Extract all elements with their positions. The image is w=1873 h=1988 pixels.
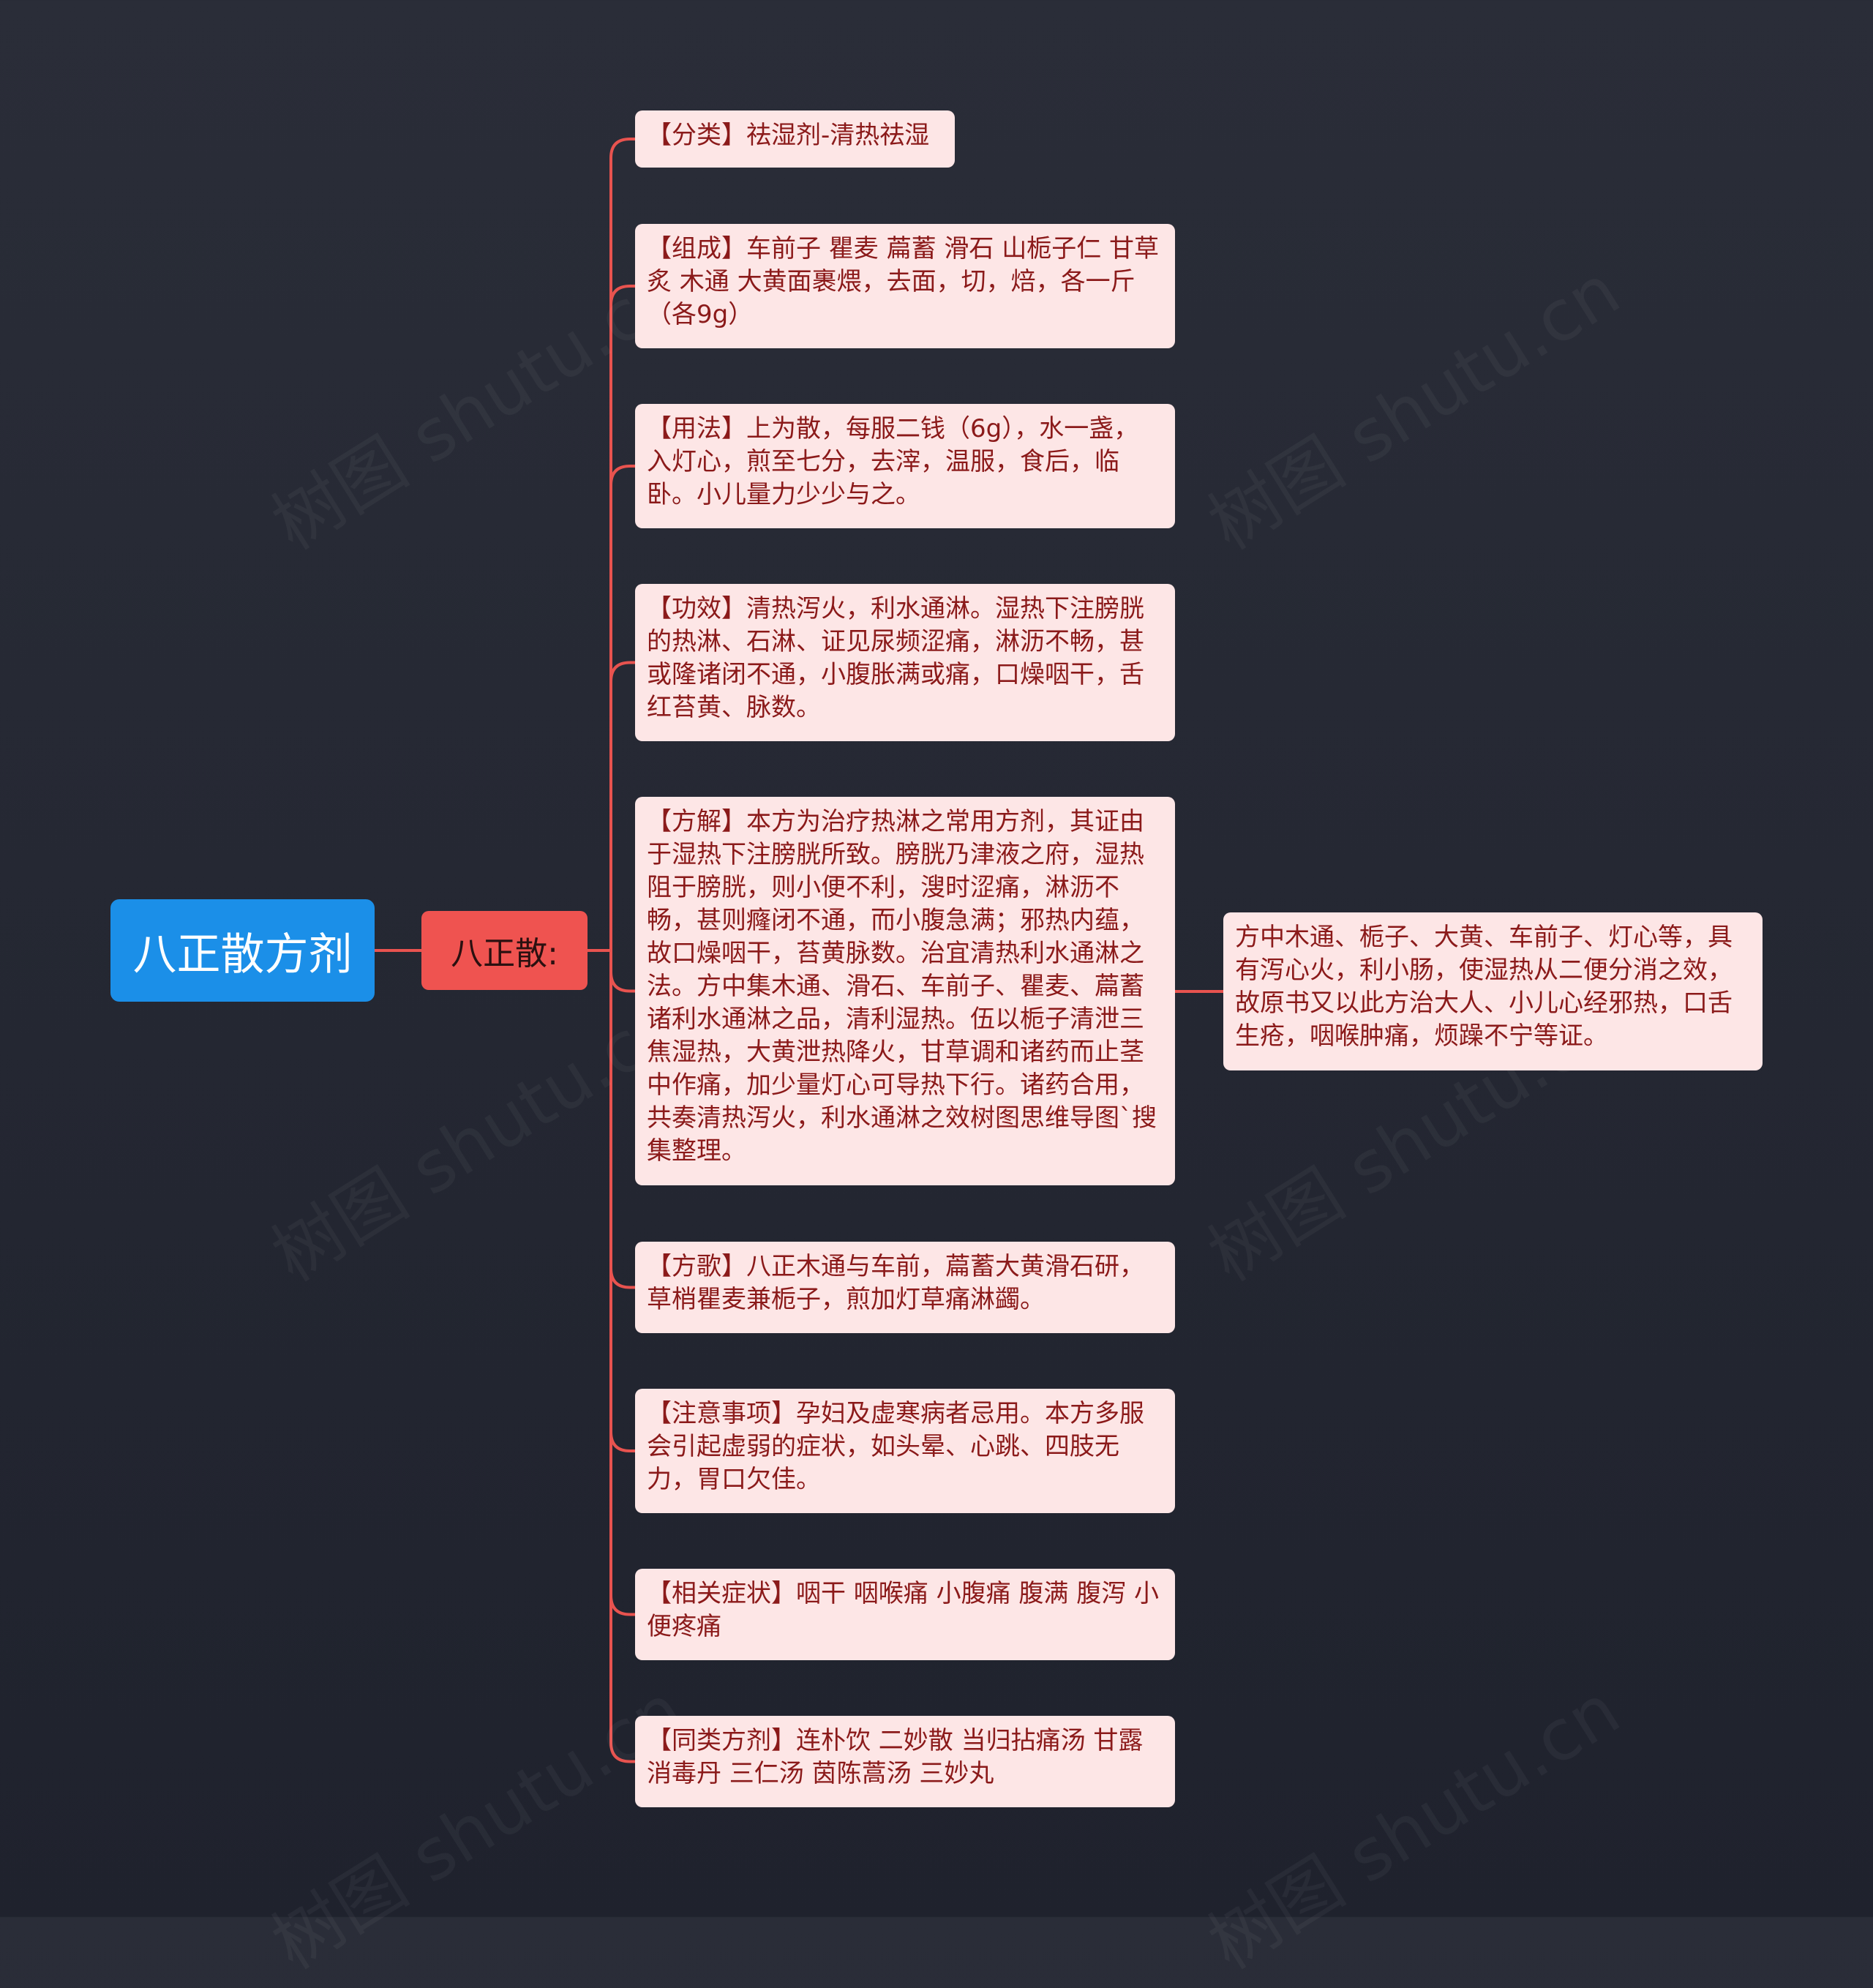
branch-to-leaf-line [609,138,635,950]
leaf-node-precautions[interactable]: 【注意事项】孕妇及虚寒病者忌用。本方多服会引起虚弱的症状，如头晕、心跳、四肢无力… [635,1389,1175,1513]
leaf-node-similar-formulas[interactable]: 【同类方剂】连朴饮 二妙散 当归拈痛汤 甘露消毒丹 三仁汤 茵陈蒿汤 三妙丸 [635,1716,1175,1807]
leaf-node-composition[interactable]: 【组成】车前子 瞿麦 萹蓄 滑石 山栀子仁 甘草炙 木通 大黄面裹煨，去面，切，… [635,224,1175,348]
leaf-node-category[interactable]: 【分类】祛湿剂-清热祛湿 [635,110,955,168]
branch-to-leaf-line [609,950,635,1452]
branch-to-leaf-line [609,661,635,950]
leaf-node-symptoms[interactable]: 【相关症状】咽干 咽喉痛 小腹痛 腹满 腹泻 小便疼痛 [635,1569,1175,1660]
branch-node[interactable]: 八正散: [421,911,588,990]
leaf-node-song[interactable]: 【方歌】八正木通与车前，萹蓄大黄滑石研，草梢瞿麦兼栀子，煎加灯草痛淋蠲。 [635,1242,1175,1333]
leaf-node-analysis[interactable]: 【方解】本方为治疗热淋之常用方剂，其证由于湿热下注膀胱所致。膀胱乃津液之府，湿热… [635,797,1175,1185]
branch-to-leaf-line [609,465,635,950]
leaf-node-efficacy[interactable]: 【功效】清热泻火，利水通淋。湿热下注膀胱的热淋、石淋、证见尿频涩痛，淋沥不畅，甚… [635,584,1175,741]
branch-to-leaf-line [609,950,635,1763]
connector-lines [375,138,1223,1763]
leaf-node-usage[interactable]: 【用法】上为散，每服二钱（6g），水一盏，入灯心，煎至七分，去滓，温服，食后，临… [635,404,1175,528]
root-node[interactable]: 八正散方剂 [110,899,375,1002]
branch-to-leaf-line [609,285,635,950]
branch-to-leaf-line [609,950,635,993]
side-leaf-node[interactable]: 方中木通、栀子、大黄、车前子、灯心等，具有泻心火，利小肠，使湿热从二便分消之效，… [1223,912,1763,1070]
mind-map-canvas: 树图 shutu.cn 树图 shutu.cn 树图 shutu.cn 树图 s… [110,110,1763,1807]
branch-to-leaf-line [609,950,635,1289]
